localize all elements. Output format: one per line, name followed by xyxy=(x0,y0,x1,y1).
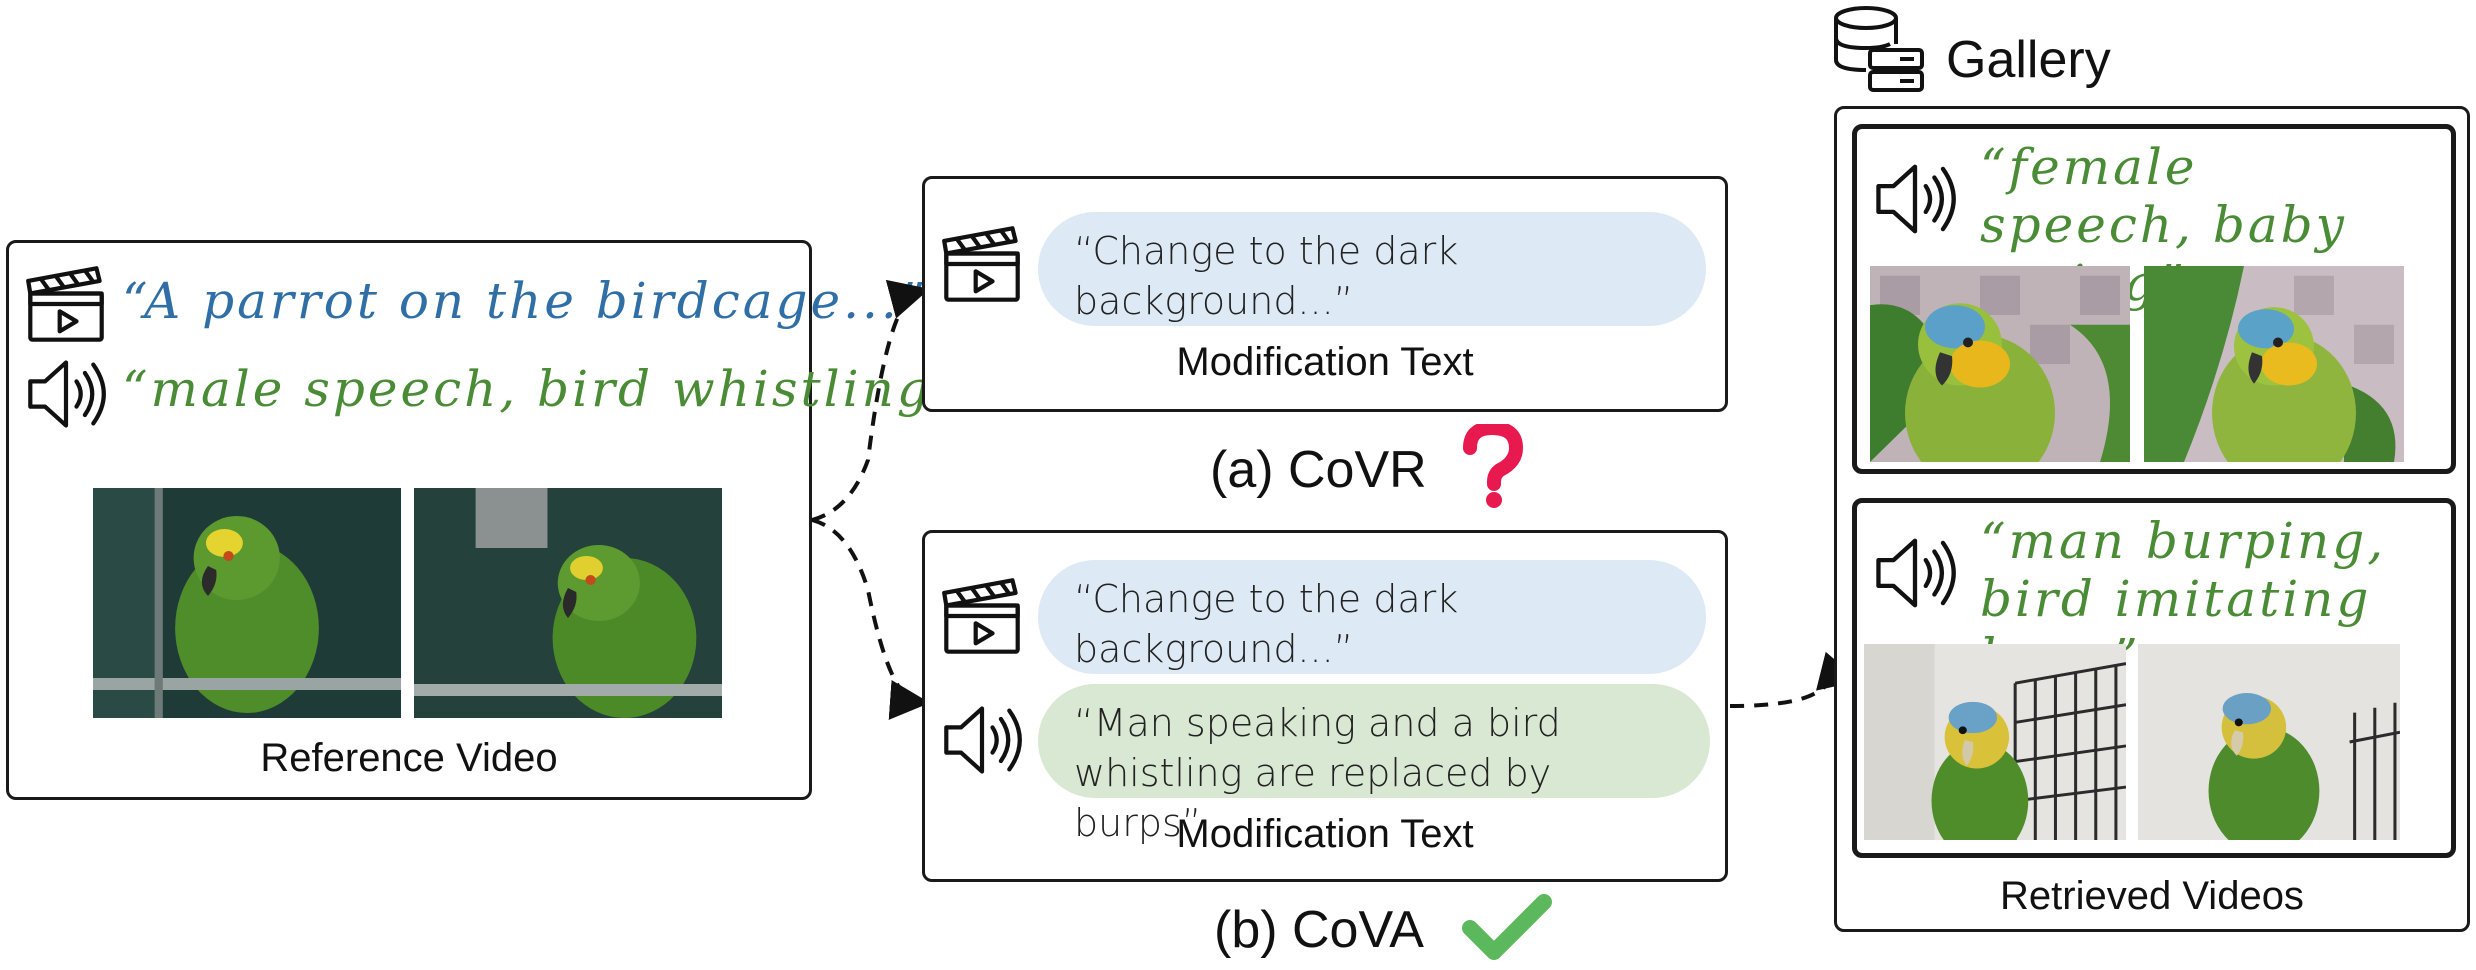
cova-video-modification-bubble: “Change to the dark background...” xyxy=(1038,560,1706,674)
gallery-title: Gallery xyxy=(1946,31,2111,89)
speaker-icon xyxy=(1872,156,1958,242)
gallery-item-1-frame-2 xyxy=(2144,266,2404,462)
cova-audio-modification-bubble: “Man speaking and a bird whistling are r… xyxy=(1038,684,1710,845)
reference-video-caption: “A parrot on the birdcage...” xyxy=(122,272,929,330)
clapperboard-icon xyxy=(940,574,1024,658)
gallery-item-1-frame-1 xyxy=(1870,266,2130,462)
reference-video-label: Reference Video xyxy=(260,736,558,780)
gallery-item-2-frame-2 xyxy=(2138,644,2400,840)
gallery-item-2-audio-caption: “man burping, bird imitating burp” xyxy=(1980,512,2387,686)
check-mark-icon xyxy=(1462,894,1552,960)
speaker-icon xyxy=(1872,530,1958,616)
question-mark-icon xyxy=(1463,424,1524,508)
cova-modification-label: Modification Text xyxy=(1176,812,1474,856)
gallery-item-2-frame-1 xyxy=(1864,644,2126,840)
covr-modification-bubble: “Change to the dark background...” xyxy=(1038,212,1706,326)
retrieved-videos-label: Retrieved Videos xyxy=(2000,874,2304,918)
speaker-icon xyxy=(940,698,1024,782)
database-server-icon xyxy=(1834,6,1924,92)
covr-method-label: (a) CoVR xyxy=(1210,441,1427,499)
reference-audio-caption: “male speech, bird whistling” xyxy=(122,360,961,418)
covr-modification-label: Modification Text xyxy=(1176,340,1474,384)
clapperboard-icon xyxy=(940,222,1024,306)
cova-method-label: (b) CoVA xyxy=(1214,901,1424,959)
